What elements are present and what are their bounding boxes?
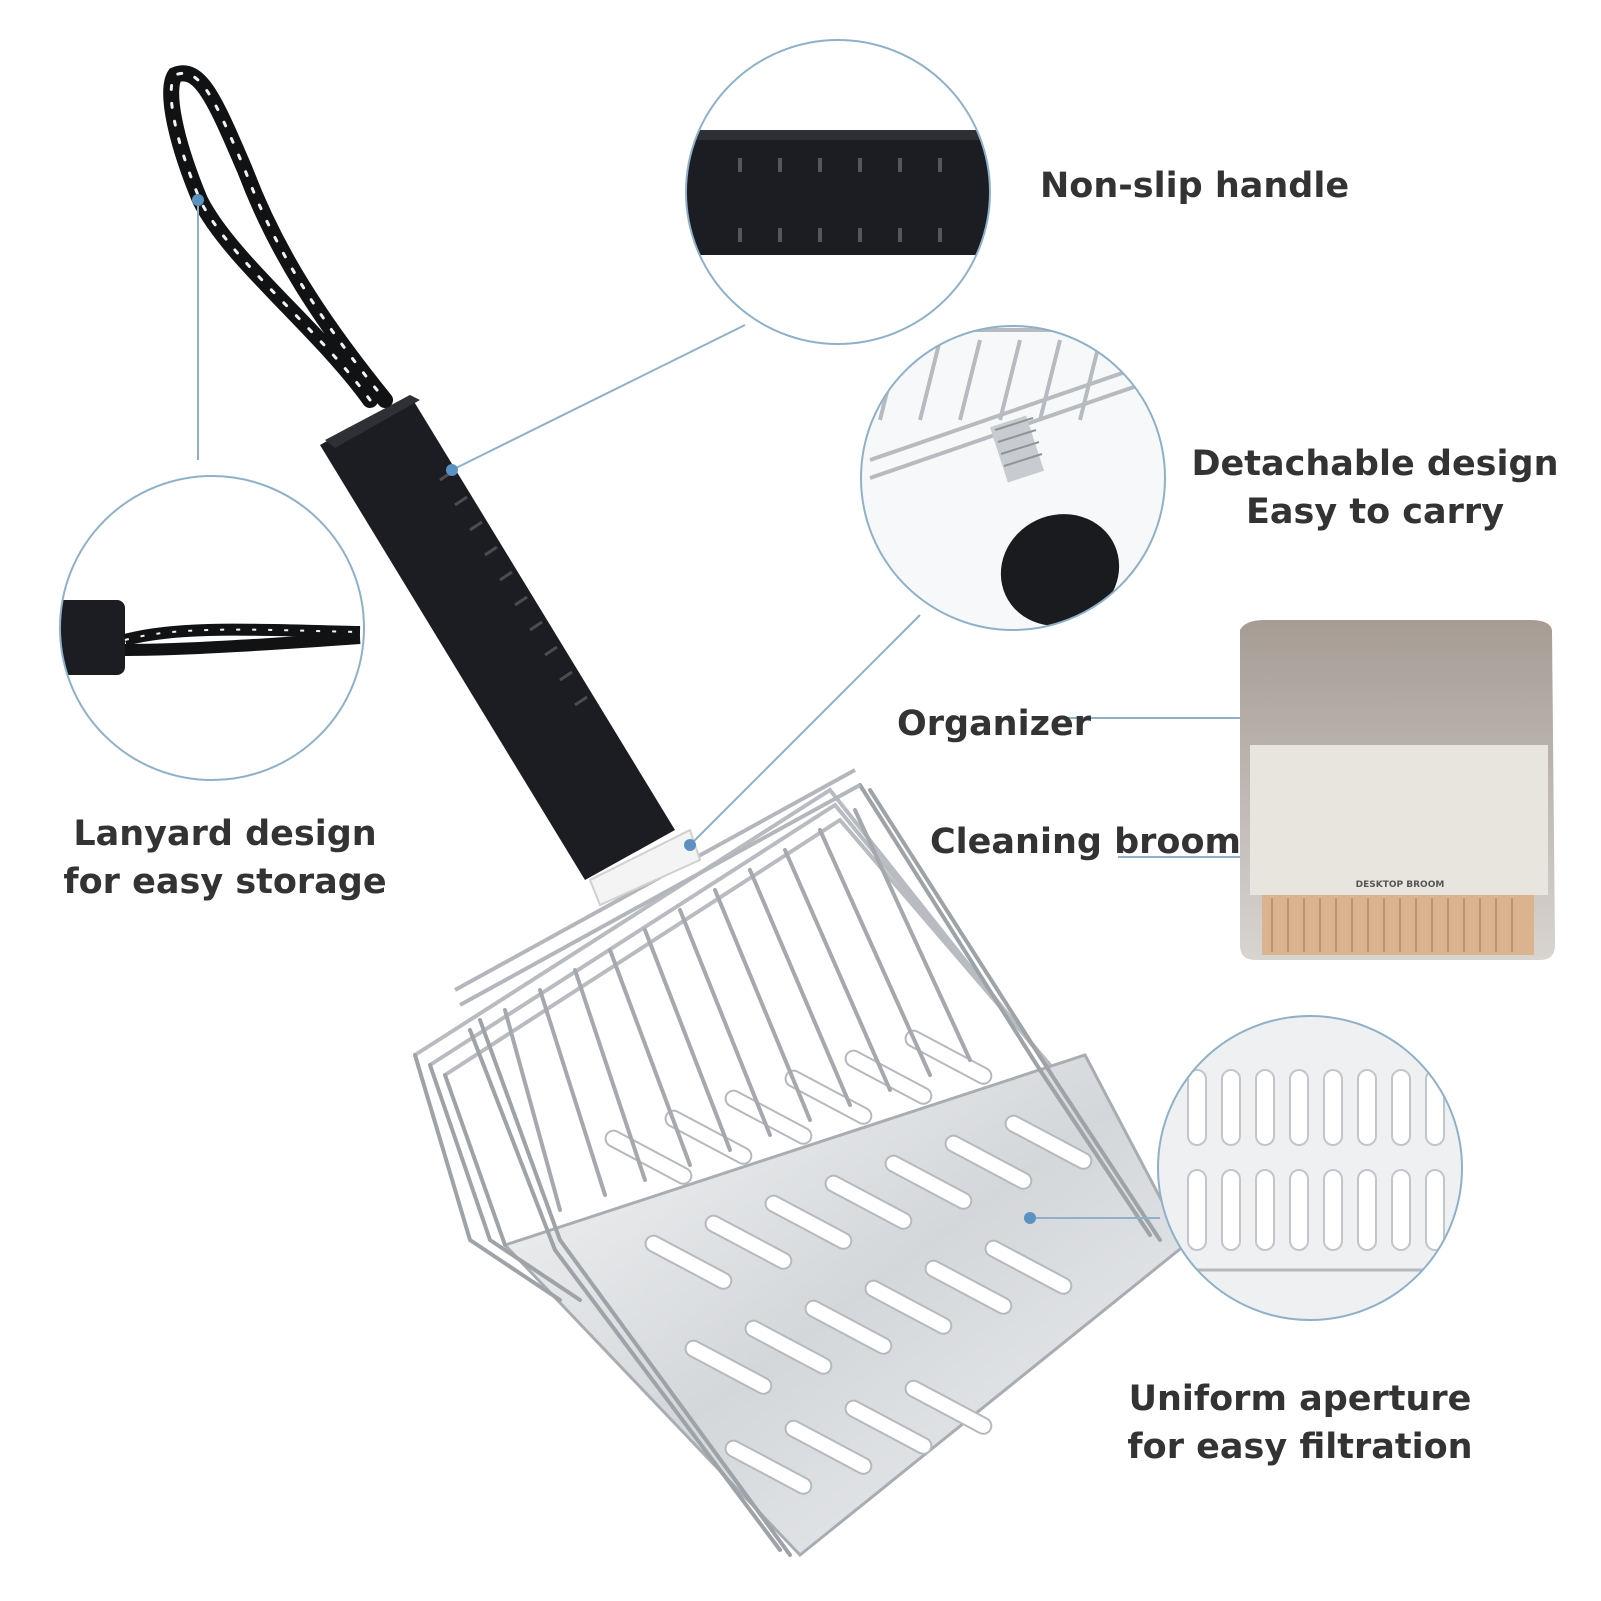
label-detachable-line1: Detachable design [1191,444,1559,484]
label-aperture-line1: Uniform aperture [1128,1379,1472,1419]
label-organizer: Organizer [897,704,1091,744]
handle-zoom-circle [685,39,991,345]
callout-lines [197,200,1315,1219]
aperture-grid-icon [1187,1069,1445,1251]
broom-icon [1262,895,1534,955]
handle-icon [320,395,675,880]
organizer-box-icon: DESKTOP BROOM [1240,620,1555,960]
litter-scoop-icon [413,768,1187,1558]
label-lanyard-line2: for easy storage [63,862,387,902]
screw-icon [989,415,1045,483]
label-lanyard-line1: Lanyard design [73,814,377,854]
lanyard-icon [163,65,393,408]
broom-brand-text: DESKTOP BROOM [1356,880,1445,890]
label-detachable-line2: Easy to carry [1245,492,1505,532]
label-non-slip-handle: Non-slip handle [1040,166,1350,206]
screw-zoom-circle [860,325,1166,631]
label-aperture-line2: for easy filtration [1127,1427,1473,1467]
lanyard-zoom-circle [59,475,365,781]
grid-zoom-circle [1157,1015,1463,1321]
callout-dots [192,194,1321,1224]
label-cleaning-broom: Cleaning broom [930,822,1241,862]
